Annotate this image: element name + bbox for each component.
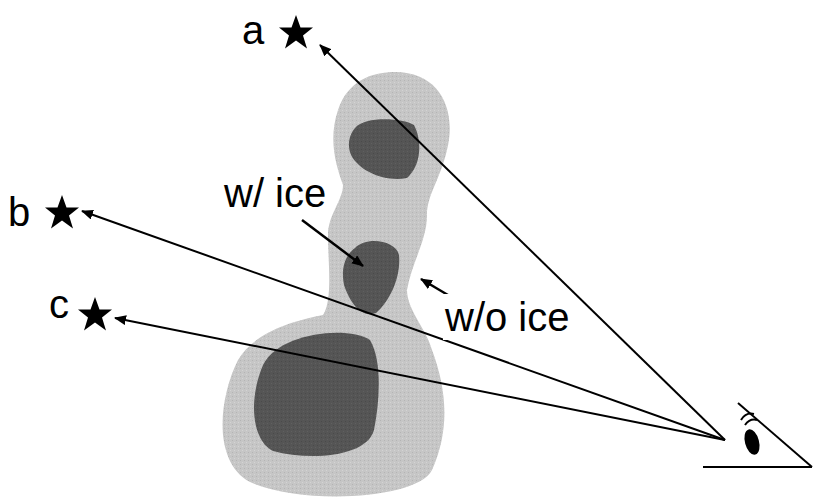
observer-eye — [703, 403, 812, 467]
star-symbol — [279, 15, 313, 49]
line-of-sight — [115, 318, 725, 440]
leader-arrow — [302, 220, 363, 266]
region-label: w/ ice — [222, 170, 328, 216]
ice-core — [343, 241, 399, 314]
cloud-without-ice — [223, 72, 450, 496]
ice-core — [349, 119, 419, 179]
ice-core — [254, 333, 379, 456]
line-of-sight — [82, 211, 725, 440]
star-symbol — [45, 195, 79, 229]
star-symbol — [78, 297, 112, 331]
line-of-sight — [320, 45, 725, 440]
star-label: a — [242, 7, 264, 53]
star-label: c — [49, 281, 69, 327]
region-label: w/o ice — [443, 294, 572, 340]
star-label: b — [8, 189, 30, 235]
